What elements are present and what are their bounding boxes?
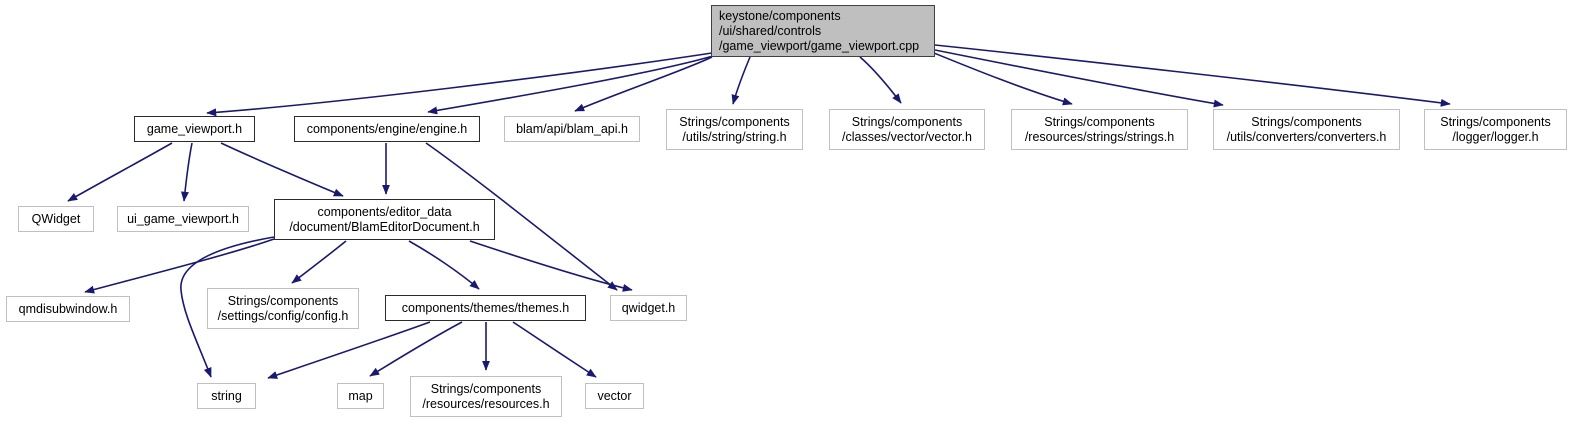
graph-node-label: /document/BlamEditorDocument.h	[289, 219, 480, 234]
edge-root-to-engine_h	[427, 55, 714, 115]
graph-node-label: Strings/components	[851, 114, 963, 129]
edge-game_viewport_h-to-ui_game_viewport_h	[180, 142, 193, 202]
graph-node-label: map	[348, 388, 373, 403]
edge-blam_editor_document_h-to-config_h	[291, 240, 347, 284]
graph-node-ui_game_viewport_h[interactable]: ui_game_viewport.h	[117, 206, 249, 232]
graph-node-label: components/editor_data	[317, 204, 452, 219]
graph-node-label: /resources/strings/strings.h	[1024, 129, 1175, 144]
graph-node-config_h[interactable]: Strings/components/settings/config/confi…	[207, 288, 359, 329]
graph-node-strings_string_h[interactable]: Strings/components/utils/string/string.h	[666, 109, 803, 150]
graph-node-vector_std[interactable]: vector	[585, 383, 644, 409]
graph-node-game_viewport_h[interactable]: game_viewport.h	[134, 116, 255, 142]
graph-node-engine_h[interactable]: components/engine/engine.h	[294, 116, 480, 142]
graph-node-label: blam/api/blam_api.h	[516, 121, 628, 136]
graph-node-label: /utils/converters/converters.h	[1226, 129, 1387, 144]
graph-node-label: Strings/components	[1440, 114, 1551, 129]
graph-node-label: keystone/components	[719, 8, 841, 23]
graph-node-label: ui_game_viewport.h	[127, 211, 239, 226]
graph-node-label: /ui/shared/controls	[719, 23, 822, 38]
graph-node-label: string	[211, 388, 242, 403]
graph-node-qwidget_h[interactable]: qwidget.h	[610, 295, 687, 321]
graph-node-blam_api_h[interactable]: blam/api/blam_api.h	[504, 116, 640, 142]
graph-node-resources_h[interactable]: Strings/components/resources/resources.h	[410, 376, 562, 417]
edge-root-to-blam_api_h	[574, 56, 713, 112]
edge-blam_editor_document_h-to-qmdisubwindow_h	[84, 238, 275, 294]
graph-node-label: /resources/resources.h	[422, 396, 550, 411]
graph-node-label: /game_viewport/game_viewport.cpp	[719, 38, 920, 53]
graph-node-label: components/engine/engine.h	[306, 121, 468, 136]
graph-node-label: /settings/config/config.h	[217, 308, 349, 323]
graph-node-blam_editor_document_h[interactable]: components/editor_data/document/BlamEdit…	[274, 199, 495, 240]
graph-node-qwidget_class[interactable]: QWidget	[18, 206, 94, 232]
graph-node-label: Strings/components	[430, 381, 542, 396]
edge-root-to-strings_logger_h	[934, 44, 1451, 107]
graph-node-label: Strings/components	[227, 293, 339, 308]
graph-node-label: QWidget	[31, 211, 81, 226]
edge-root-to-strings_strings_h	[933, 52, 1073, 106]
edge-blam_editor_document_h-to-string_std	[180, 236, 275, 378]
graph-node-label: qmdisubwindow.h	[18, 301, 118, 316]
graph-node-qmdisubwindow_h[interactable]: qmdisubwindow.h	[6, 296, 130, 322]
edge-root-to-game_viewport_h	[206, 52, 713, 117]
edge-themes_h-to-vector_std	[512, 321, 597, 378]
edge-root-to-strings_string_h	[731, 56, 751, 105]
graph-node-label: /classes/vector/vector.h	[842, 129, 972, 144]
graph-node-strings_vector_h[interactable]: Strings/components/classes/vector/vector…	[829, 109, 985, 150]
graph-node-map_std[interactable]: map	[337, 383, 384, 409]
edge-game_viewport_h-to-qwidget_class	[67, 142, 173, 202]
graph-node-label: vector	[597, 388, 632, 403]
edge-themes_h-to-string_std	[267, 321, 431, 379]
graph-node-root[interactable]: keystone/components/ui/shared/controls/g…	[711, 5, 935, 57]
graph-node-string_std[interactable]: string	[197, 383, 256, 409]
edge-themes_h-to-map_std	[369, 321, 463, 377]
graph-node-themes_h[interactable]: components/themes/themes.h	[385, 295, 586, 321]
edge-engine_h-to-qwidget_h	[425, 142, 618, 291]
edge-blam_editor_document_h-to-qwidget_h	[469, 240, 633, 292]
graph-node-label: Strings/components	[1044, 114, 1155, 129]
graph-node-strings_logger_h[interactable]: Strings/components/logger/logger.h	[1424, 109, 1567, 150]
edge-root-to-strings_converters_h	[934, 49, 1224, 108]
graph-node-label: /utils/string/string.h	[682, 129, 787, 144]
graph-node-label: /logger/logger.h	[1452, 129, 1539, 144]
graph-node-strings_strings_h[interactable]: Strings/components/resources/strings/str…	[1011, 109, 1188, 150]
graph-node-label: components/themes/themes.h	[401, 300, 570, 315]
graph-node-label: qwidget.h	[621, 300, 676, 315]
edge-root-to-strings_vector_h	[859, 56, 902, 104]
graph-node-label: Strings/components	[679, 114, 790, 129]
graph-node-label: Strings/components	[1251, 114, 1362, 129]
graph-node-label: game_viewport.h	[146, 121, 243, 136]
edge-game_viewport_h-to-blam_editor_document_h	[220, 142, 344, 197]
graph-node-strings_converters_h[interactable]: Strings/components/utils/converters/conv…	[1213, 109, 1400, 150]
edge-blam_editor_document_h-to-themes_h	[408, 240, 480, 290]
